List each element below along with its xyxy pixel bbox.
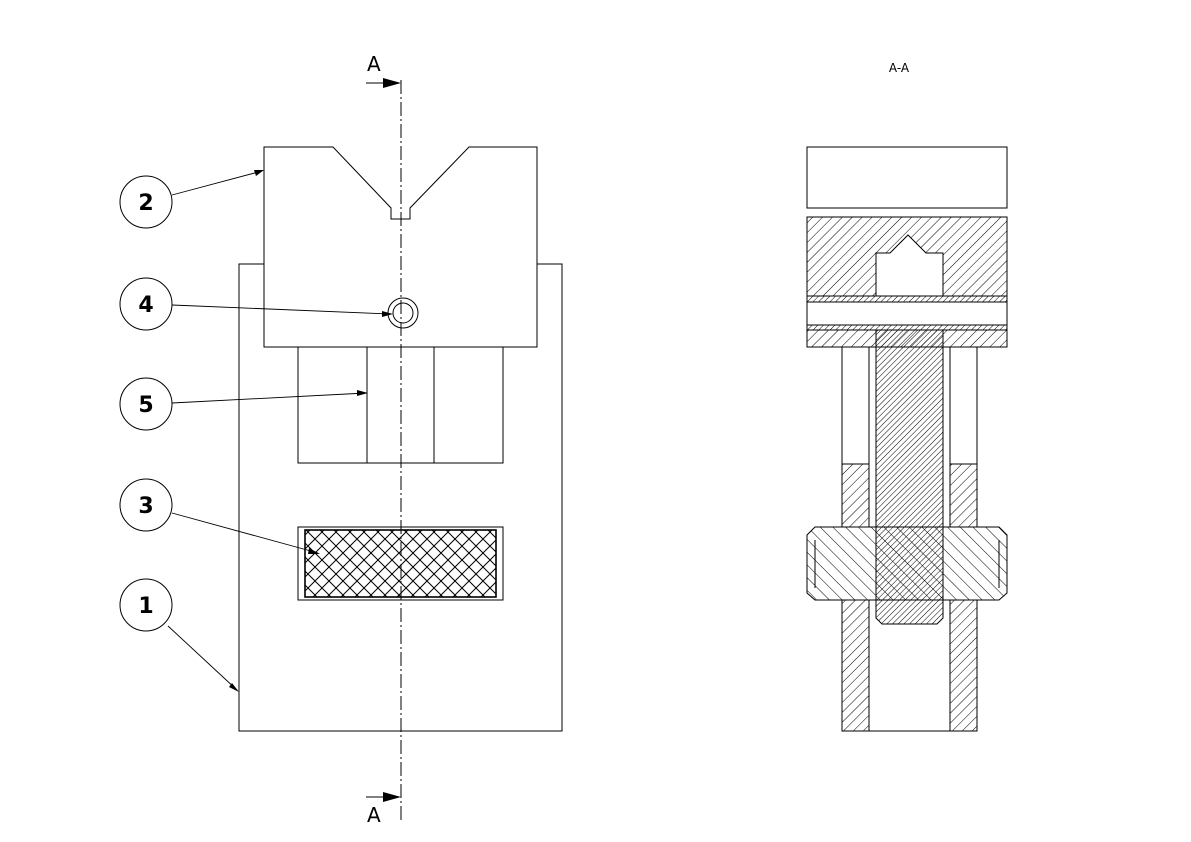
section-view-a-a: A-A bbox=[806, 61, 1008, 732]
leader-1 bbox=[167, 625, 238, 691]
section-arrow-top bbox=[366, 78, 401, 88]
svg-text:1: 1 bbox=[138, 594, 153, 619]
svg-text:4: 4 bbox=[138, 293, 153, 318]
balloon-3: 3 bbox=[119, 478, 173, 532]
section-label-top: A bbox=[367, 52, 381, 76]
leader-2 bbox=[171, 170, 263, 196]
svg-text:3: 3 bbox=[138, 494, 153, 519]
front-view: A A 2 4 5 3 1 bbox=[119, 52, 563, 827]
section-arrow-bottom bbox=[366, 792, 401, 802]
balloon-5: 5 bbox=[119, 377, 173, 431]
balloon-2: 2 bbox=[119, 175, 173, 229]
leader-5 bbox=[171, 392, 367, 404]
leader-3 bbox=[171, 512, 319, 554]
svg-text:2: 2 bbox=[138, 191, 153, 216]
leader-4 bbox=[171, 304, 391, 315]
balloon-1: 1 bbox=[119, 578, 173, 632]
section-view-title: A-A bbox=[889, 61, 910, 75]
balloon-4: 4 bbox=[119, 277, 173, 331]
section-label-bottom: A bbox=[367, 803, 381, 827]
svg-text:5: 5 bbox=[138, 393, 153, 418]
